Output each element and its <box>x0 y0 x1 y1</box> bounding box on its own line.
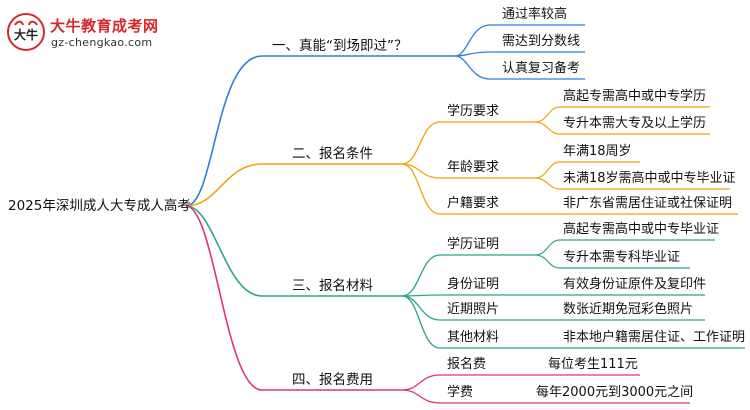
leaf-text: 高起专需高中或中专毕业证 <box>563 222 720 237</box>
leaf-text: 专升本需专科毕业证 <box>563 250 681 265</box>
connector-branch-4-group-1 <box>401 374 441 391</box>
connector-root-to-branch-3 <box>185 205 263 297</box>
group-tuition: 学费 <box>447 385 474 400</box>
leaf-text: 非广东省需居住证或社保证明 <box>563 196 733 211</box>
branch-3-label: 三、报名材料 <box>292 278 373 294</box>
group-other-materials: 其他材料 <box>447 330 500 345</box>
connector-leaf <box>534 254 561 269</box>
connector-leaf <box>534 161 561 179</box>
branch-2-label: 二、报名条件 <box>292 146 373 162</box>
logo-mark-text: 大牛 <box>14 27 38 42</box>
group-recent-photos: 近期照片 <box>447 302 500 317</box>
leaf-text: 非本地户籍需居住证、工作证明 <box>563 330 746 345</box>
connector-leaf <box>534 121 561 135</box>
connector-branch-3-group-4 <box>401 295 441 349</box>
group-education-proof: 学历证明 <box>447 237 500 252</box>
leaf-text: 每位考生111元 <box>548 357 638 372</box>
connector-root-to-branch-2 <box>185 163 263 207</box>
connector-root-to-branch-4 <box>185 205 263 391</box>
brand-name: 大牛教育成考网 <box>50 17 159 35</box>
leaf-text: 有效身份证原件及复印件 <box>563 277 707 292</box>
leaf-pass-rate: 通过率较高 <box>502 7 568 22</box>
leaf-review: 认真复习备考 <box>502 61 581 76</box>
branch-1-label: 一、真能“到场即过”？ <box>272 38 408 54</box>
connector-branch-3-group-2 <box>401 294 441 297</box>
connector-leaf <box>534 177 561 190</box>
connector-leaf <box>534 239 561 256</box>
leaf-text: 专升本需大专及以上学历 <box>563 116 707 131</box>
brand-logo: 大牛 大牛教育成考网 gz-chengkao.com <box>6 12 176 54</box>
group-registration-fee: 报名费 <box>447 357 487 372</box>
root-topic: 2025年深圳成人大专成人高考 <box>8 198 191 214</box>
leaf-text: 数张近期免冠彩色照片 <box>563 302 694 317</box>
group-residency-requirement: 户籍要求 <box>447 196 500 211</box>
connector-branch-1-leaf-3 <box>454 55 491 80</box>
group-education-requirement: 学历要求 <box>447 104 500 119</box>
branch-4-label: 四、报名费用 <box>292 372 373 388</box>
connector-branch-1-leaf-1 <box>454 24 491 57</box>
brand-url: gz-chengkao.com <box>51 36 153 49</box>
leaf-text: 未满18岁需高中或中专毕业证 <box>563 171 736 186</box>
connector-branch-4-group-2 <box>401 389 441 404</box>
connector-branch-2-group-1 <box>401 121 441 165</box>
leaf-text: 高起专需高中或中专学历 <box>563 89 707 104</box>
group-age-requirement: 年龄要求 <box>447 160 500 175</box>
group-identity-proof: 身份证明 <box>447 277 500 292</box>
connector-branch-3-group-1 <box>401 254 441 297</box>
leaf-text: 年满18周岁 <box>563 144 632 159</box>
leaf-score-line: 需达到分数线 <box>502 34 581 49</box>
connector-branch-2-group-3 <box>401 163 441 215</box>
connector-branch-3-group-3 <box>401 295 441 321</box>
connector-root-to-branch-1 <box>185 55 263 207</box>
leaf-text: 每年2000元到3000元之间 <box>536 385 694 400</box>
connector-leaf <box>534 106 561 123</box>
bull-logo-icon: 大牛 <box>7 13 45 51</box>
